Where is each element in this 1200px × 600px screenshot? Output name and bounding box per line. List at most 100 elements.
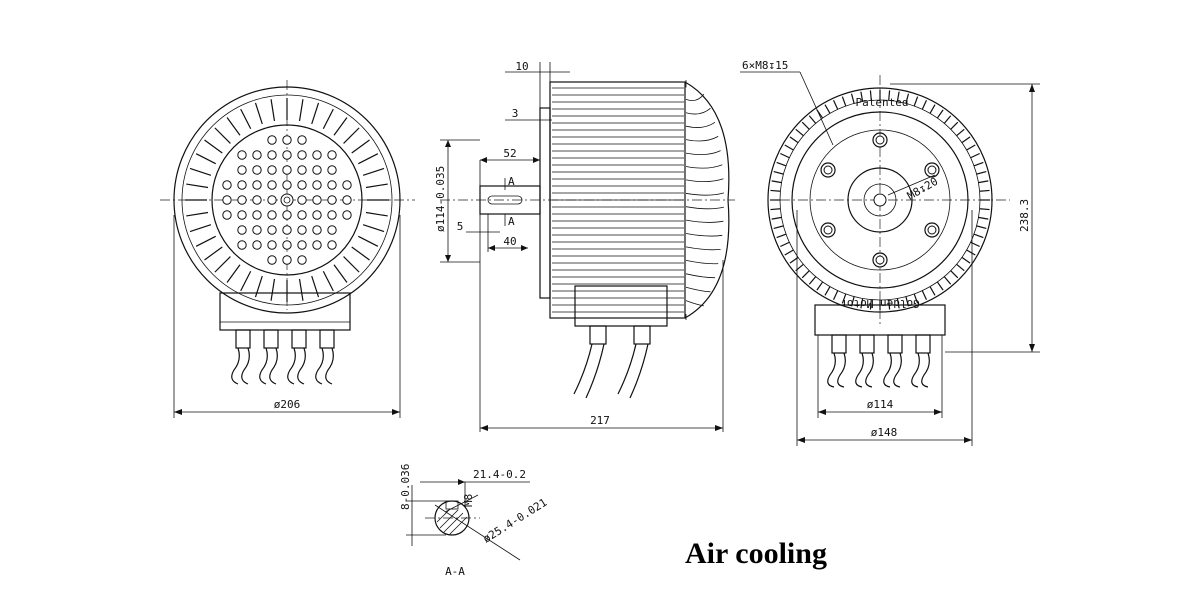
rear-tooth [770, 189, 781, 192]
vent-hole [297, 180, 307, 190]
side-view: 10 3 52 A A 5 40 ø114-0.035 217 [434, 60, 735, 432]
vent-hole [282, 150, 292, 160]
vent-hole [297, 240, 307, 250]
vent-hole [342, 195, 352, 205]
rear-tooth [970, 152, 980, 159]
rear-tooth [860, 91, 864, 102]
vent-hole [237, 210, 247, 220]
bolt-hole-outer [820, 162, 836, 178]
section-a-a: 21.4-0.2 8-0.036 M8 ø25.4-0.021 A-A [399, 464, 549, 578]
side-shaft-52-label: 52 [503, 147, 516, 160]
vent-hole [267, 150, 277, 160]
front-slot [204, 246, 223, 261]
vent-hole [342, 180, 352, 190]
rear-tooth [979, 208, 990, 211]
side-cooling-fins [552, 87, 684, 313]
rear-tooth [943, 115, 952, 124]
rear-center-thread-label: M8↧20 [905, 175, 940, 203]
rear-tooth [824, 104, 831, 114]
bolt-hole-outer [924, 162, 940, 178]
vent-hole [327, 240, 337, 250]
vent-hole [312, 225, 322, 235]
rear-tooth [795, 128, 804, 137]
vent-hole [312, 180, 322, 190]
side-length-label: 217 [590, 414, 610, 427]
vent-hole [297, 135, 307, 145]
front-slot [322, 108, 334, 129]
rear-tooth [801, 121, 810, 130]
vent-hole [312, 195, 322, 205]
vent-hole [342, 210, 352, 220]
vent-hole [267, 195, 277, 205]
vent-hole [297, 195, 307, 205]
vent-hole [237, 150, 247, 160]
front-slot [214, 256, 231, 273]
rear-tooth [961, 136, 971, 144]
rear-bolt-holes [820, 132, 940, 268]
vent-hole [267, 255, 277, 265]
vent-hole [252, 240, 262, 250]
vent-hole [222, 180, 232, 190]
rear-tooth [773, 225, 784, 230]
rear-tooth [913, 96, 919, 107]
vent-hole [237, 225, 247, 235]
section-key-label: 8-0.036 [399, 464, 412, 510]
rear-tooth [913, 293, 919, 304]
side-key-40-label: 40 [503, 235, 516, 248]
rear-tooth [979, 189, 990, 192]
rear-tooth [936, 281, 944, 291]
bolt-hole-inner [875, 135, 885, 145]
rear-patented-text: Patented [856, 96, 909, 109]
front-slot [270, 278, 276, 301]
vent-hole [327, 210, 337, 220]
vent-hole [327, 180, 337, 190]
rear-tooth [956, 128, 965, 137]
rear-tooth [896, 91, 900, 102]
rear-tooth [961, 256, 971, 264]
vent-hole [297, 165, 307, 175]
vent-hole [267, 225, 277, 235]
vent-hole [297, 225, 307, 235]
vent-hole [222, 210, 232, 220]
dome-rib [685, 192, 725, 196]
rear-tooth [771, 216, 782, 220]
front-slot [226, 117, 241, 136]
side-rear-cover-ribs [685, 80, 725, 320]
rear-tooth [976, 225, 987, 230]
rear-tooth [950, 121, 959, 130]
vent-hole [282, 225, 292, 235]
front-view: ø206 [160, 80, 415, 418]
rear-tooth [816, 281, 824, 291]
side-offset-10-label: 10 [515, 60, 528, 73]
rear-pcd-114-label: ø114 [867, 398, 894, 411]
front-slot [186, 211, 209, 217]
dome-rib [685, 107, 711, 115]
rear-tooth [780, 241, 790, 248]
rear-tooth [776, 233, 787, 239]
rear-tooth [921, 100, 928, 110]
front-slot [358, 153, 379, 165]
bolt-hole-inner [927, 165, 937, 175]
front-slot [195, 153, 216, 165]
rear-tooth [771, 180, 782, 184]
bolt-hole-outer [872, 252, 888, 268]
vent-hole [312, 150, 322, 160]
dome-rib [685, 136, 719, 142]
rear-tooth [841, 96, 847, 107]
rear-tooth [860, 298, 864, 309]
rear-tooth [936, 109, 944, 119]
rear-tooth [973, 233, 984, 239]
vent-hole [252, 150, 262, 160]
bolt-hole-inner [875, 255, 885, 265]
rear-tooth [784, 144, 794, 151]
vent-hole [297, 210, 307, 220]
rear-tooth [801, 270, 810, 279]
front-diameter-label: ø206 [274, 398, 301, 411]
rear-tooth [973, 161, 984, 167]
rear-pcd-148-label: ø148 [871, 426, 898, 439]
front-slot [311, 102, 320, 125]
rear-cable-glands [827, 334, 931, 388]
rear-tooth [770, 208, 781, 211]
dome-rib [685, 206, 724, 210]
rear-tooth [896, 298, 900, 309]
